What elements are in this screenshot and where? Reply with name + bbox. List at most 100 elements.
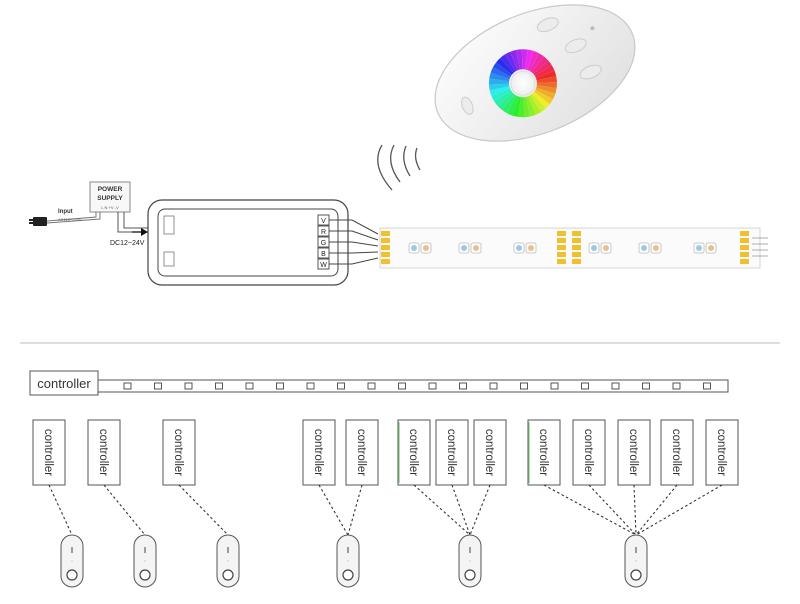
solder-pad: [381, 252, 390, 257]
remote-link: [635, 484, 678, 536]
strip-led-chip: [423, 245, 429, 251]
strip-led-chip: [516, 245, 522, 251]
zone-controller-label: controller: [627, 429, 639, 476]
input-label: Input: [58, 209, 73, 215]
strip-wire: [329, 257, 379, 265]
bottom-strip-led: [245, 382, 254, 390]
solder-pad: [740, 231, 749, 236]
strip-led-chip: [411, 245, 417, 251]
remote-link: [633, 484, 637, 536]
strip-led-chip: [708, 245, 714, 251]
controller-port-label: W: [320, 262, 327, 269]
zone-controller-box: [162, 419, 196, 486]
color-wheel-segment: [512, 96, 522, 117]
remote-link: [588, 484, 637, 536]
color-wheel-segment: [531, 56, 549, 74]
remote-link: [543, 484, 637, 536]
remote-link: [48, 484, 73, 536]
zone-controller-label: controller: [97, 429, 109, 476]
color-wheel-segment: [497, 92, 515, 111]
color-wheel-segment: [535, 70, 557, 81]
zone-controller-label: controller: [483, 429, 495, 476]
dc-arrowhead-icon: [141, 228, 148, 236]
solder-pad: [557, 252, 566, 257]
bottom-strip-led: [611, 382, 620, 390]
zone-controller-box: [572, 419, 606, 486]
zone-controller-box: [473, 419, 507, 486]
strip-led-chip: [603, 245, 609, 251]
solder-pad: [557, 259, 566, 264]
solder-pad: [740, 252, 749, 257]
solder-pad: [572, 259, 581, 264]
zone-controller-box: [397, 419, 431, 486]
bottom-led-strip: [97, 379, 729, 393]
zone-controller-label: controller: [172, 429, 184, 476]
remote-link: [178, 484, 229, 536]
controller-port-label: V: [321, 218, 326, 225]
color-wheel-segment: [507, 95, 519, 116]
color-wheel-segment: [510, 49, 521, 71]
remote-button-icon: [342, 569, 354, 581]
led-strip: [379, 227, 768, 269]
color-wheel-segment: [504, 51, 518, 72]
remote-indicator-icon: [227, 560, 229, 562]
bottom-strip-led: [367, 382, 376, 390]
strip-wire: [329, 241, 379, 247]
zone-controller-label: controller: [670, 429, 682, 476]
remote-link: [347, 484, 363, 536]
zone-remotes: [60, 534, 648, 588]
zone-controller-label: controller: [582, 429, 594, 476]
strip-led-chip: [461, 245, 467, 251]
color-wheel-segment: [491, 88, 512, 102]
bottom-strip-led: [276, 382, 284, 390]
zone-controller-label: controller: [715, 429, 727, 476]
bottom-strip-led: [550, 382, 559, 390]
color-wheel-segment: [502, 94, 517, 114]
power-supply: POWER SUPPLY L N +V -V: [89, 181, 131, 213]
bottom-strip-led: [428, 382, 437, 390]
bottom-strip-led: [398, 382, 406, 390]
bottom-strip-led: [520, 382, 528, 390]
remote-links: [48, 484, 723, 536]
bottom-strip-led: [184, 382, 193, 390]
bottom-strip-leds: [123, 382, 711, 390]
color-wheel-segment: [536, 82, 557, 88]
color-wheel-segment: [533, 60, 552, 76]
zone-controllers: controller controller controller controller…: [32, 419, 739, 486]
remote-link: [451, 484, 471, 536]
color-wheel-segment: [489, 72, 510, 82]
color-wheel-segment: [530, 93, 546, 113]
color-wheel-segment: [527, 50, 539, 71]
strip-led-chip: [473, 245, 479, 251]
strip-wires: [329, 219, 379, 265]
solder-pad: [572, 245, 581, 250]
zone-controller-box: [527, 419, 561, 486]
strip-end-wires: [752, 237, 768, 257]
solder-pad: [381, 231, 390, 236]
bottom-strip-led: [581, 382, 589, 390]
bottom-strip-led: [154, 382, 162, 390]
color-wheel-segment: [518, 97, 525, 118]
strip-wire: [329, 219, 379, 235]
bottom-strip-led: [306, 382, 315, 390]
main-controller-label: controller: [37, 376, 91, 391]
zone-controller-box: [87, 419, 121, 486]
color-wheel-segment: [534, 65, 555, 79]
dc-voltage-label: DC12~24V: [110, 240, 145, 247]
zone-controller-box: [345, 419, 379, 486]
color-wheel-segment: [523, 96, 531, 118]
solder-pad: [381, 238, 390, 243]
color-wheel-segment: [500, 54, 516, 73]
color-wheel-icon: [488, 49, 557, 118]
zone-controller-box: [302, 419, 336, 486]
solder-pad: [740, 245, 749, 250]
bottom-strip-led: [642, 382, 650, 390]
zone-controller-box: [32, 419, 66, 486]
color-wheel-segment: [529, 53, 544, 73]
remote-link: [635, 484, 723, 536]
solder-pad: [572, 231, 581, 236]
zone-controller-label: controller: [537, 429, 549, 476]
